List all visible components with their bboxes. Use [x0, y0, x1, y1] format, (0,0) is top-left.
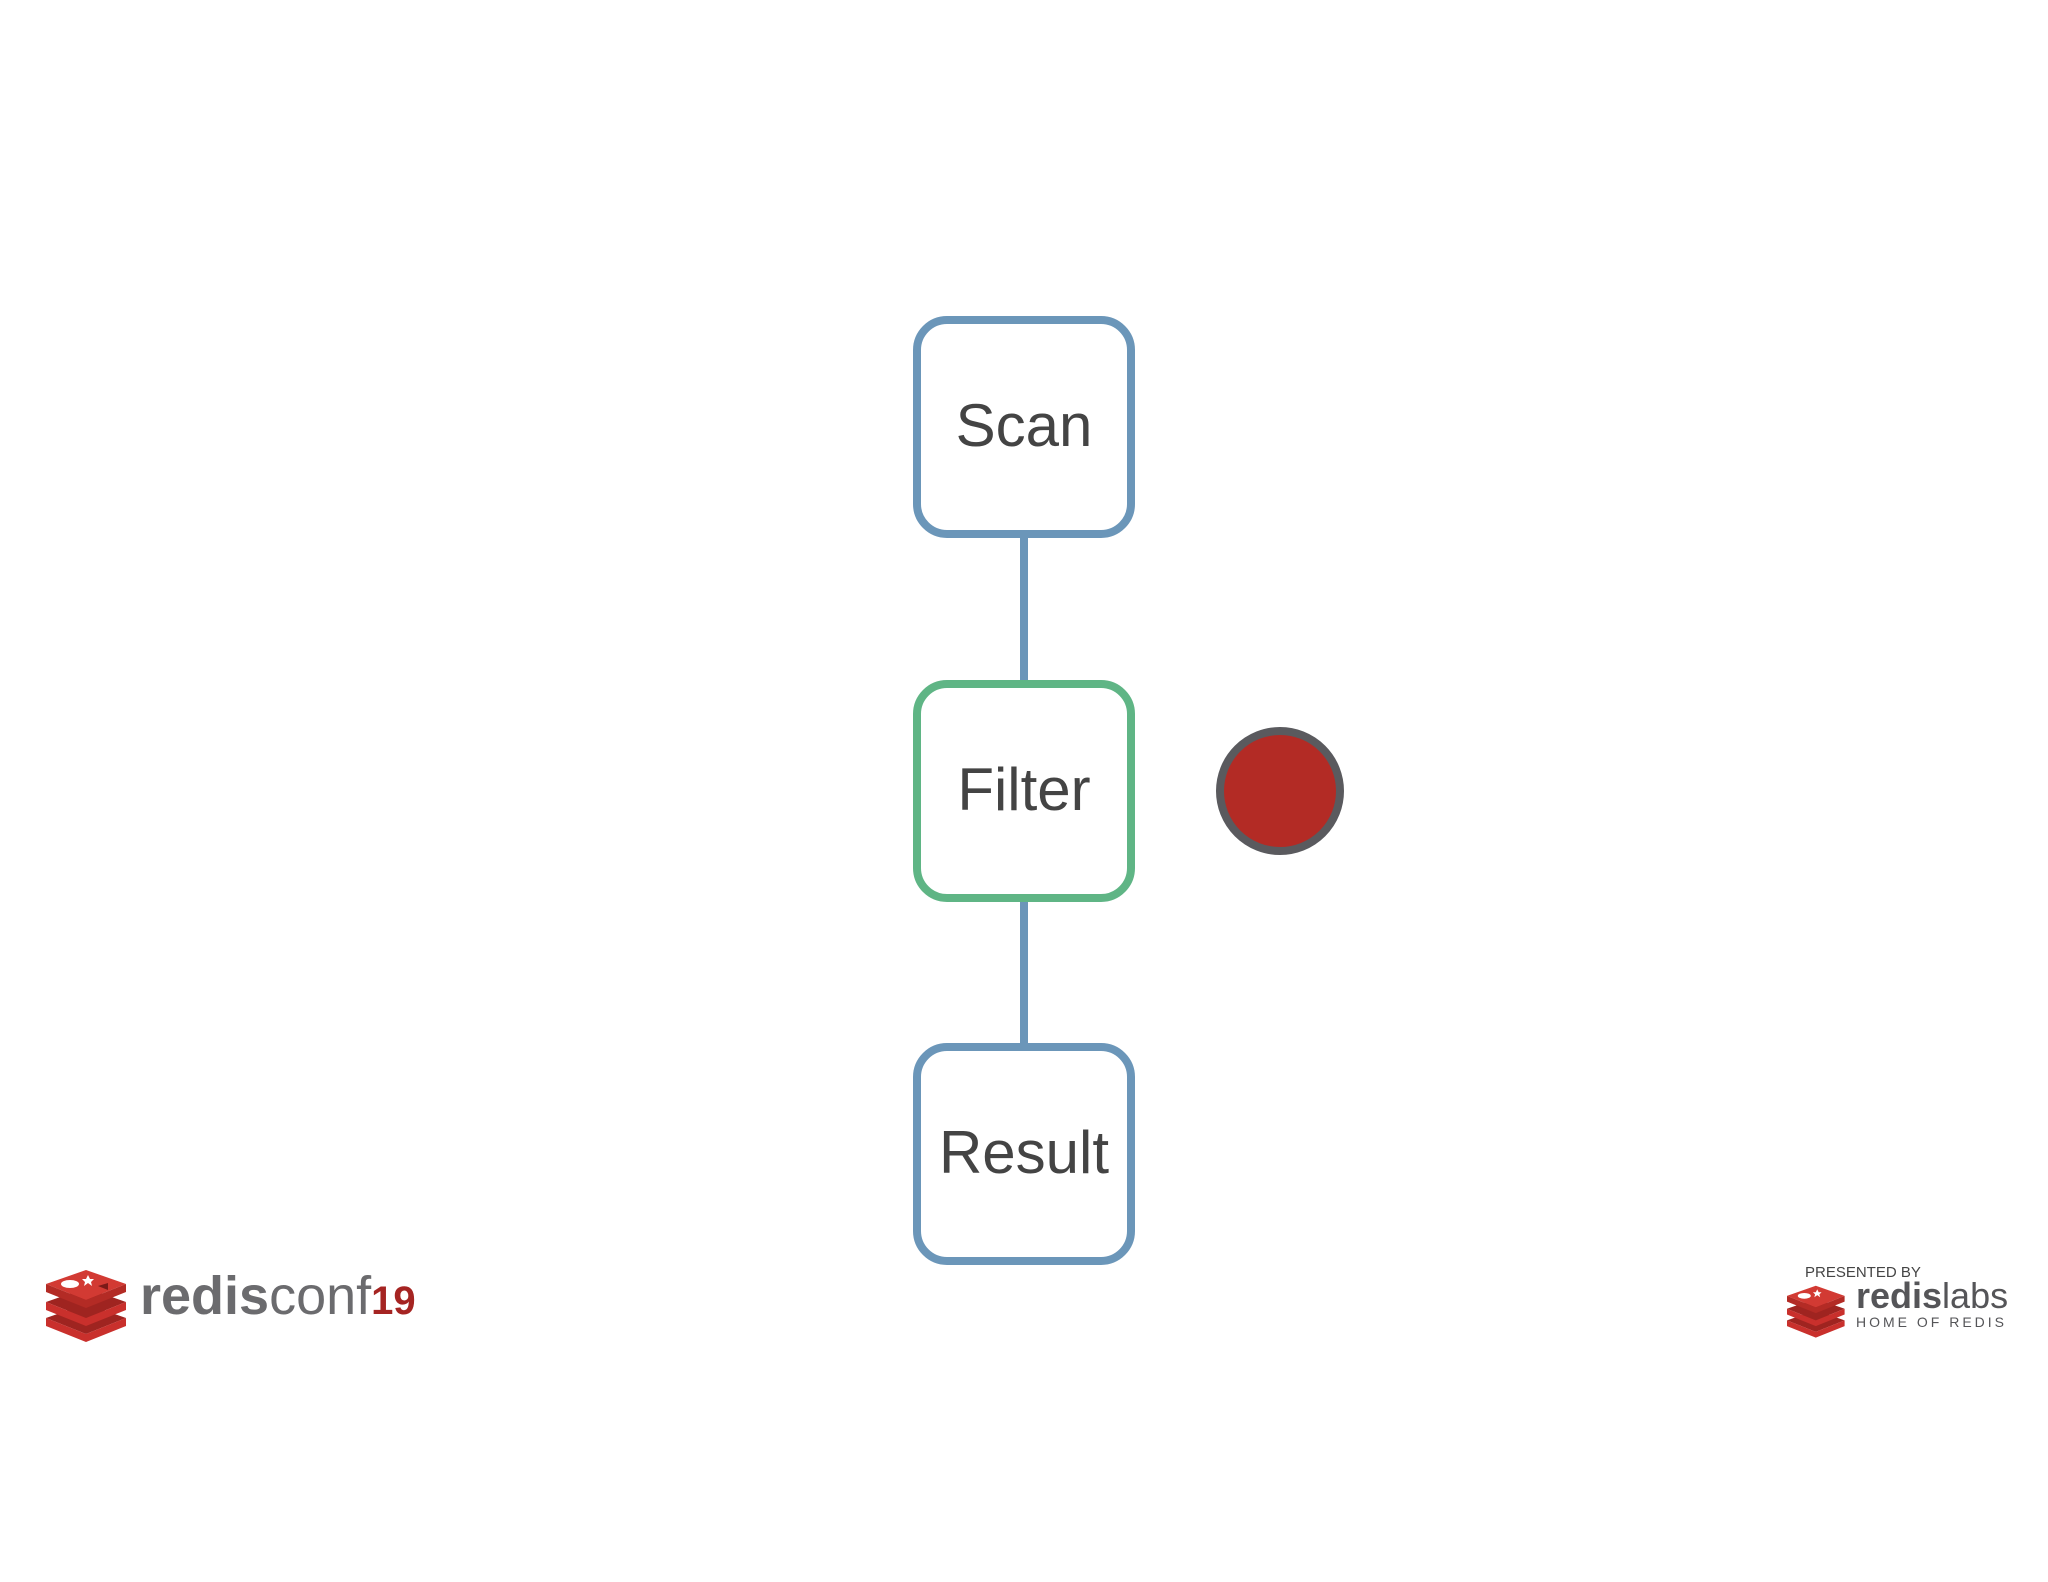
node-scan[interactable]: Scan [913, 316, 1135, 538]
redis-stack-icon [1787, 1285, 1845, 1338]
redisconf-logo: redisconf19 [46, 1266, 416, 1342]
redislabs-wordmark: redislabs [1856, 1275, 2008, 1316]
node-filter-label: Filter [957, 756, 1090, 823]
node-scan-label: Scan [956, 392, 1093, 459]
node-result[interactable]: Result [913, 1043, 1135, 1265]
redisconf-part-conf: conf [269, 1266, 372, 1326]
presented-by-label: PRESENTED BY [1805, 1264, 1921, 1281]
redis-stack-icon [46, 1270, 126, 1342]
node-filter[interactable]: Filter [913, 680, 1135, 902]
redisconf-part-redis: redis [140, 1266, 269, 1326]
node-scan-box [913, 316, 1135, 538]
redislabs-part-redis: redis [1856, 1275, 1942, 1316]
node-filter-box [913, 680, 1135, 902]
redislabs-tagline: HOME OF REDIS [1856, 1314, 2007, 1330]
redisconf-wordmark: redisconf19 [140, 1266, 416, 1326]
red-dot-icon [1216, 727, 1344, 855]
redisconf-part-year: 19 [371, 1279, 416, 1323]
node-result-box [913, 1043, 1135, 1265]
redislabs-part-labs: labs [1942, 1275, 2008, 1316]
node-result-label: Result [939, 1119, 1109, 1186]
sponsor-logo: PRESENTED BY redislabs HOME OF REDIS [1787, 1264, 2008, 1338]
